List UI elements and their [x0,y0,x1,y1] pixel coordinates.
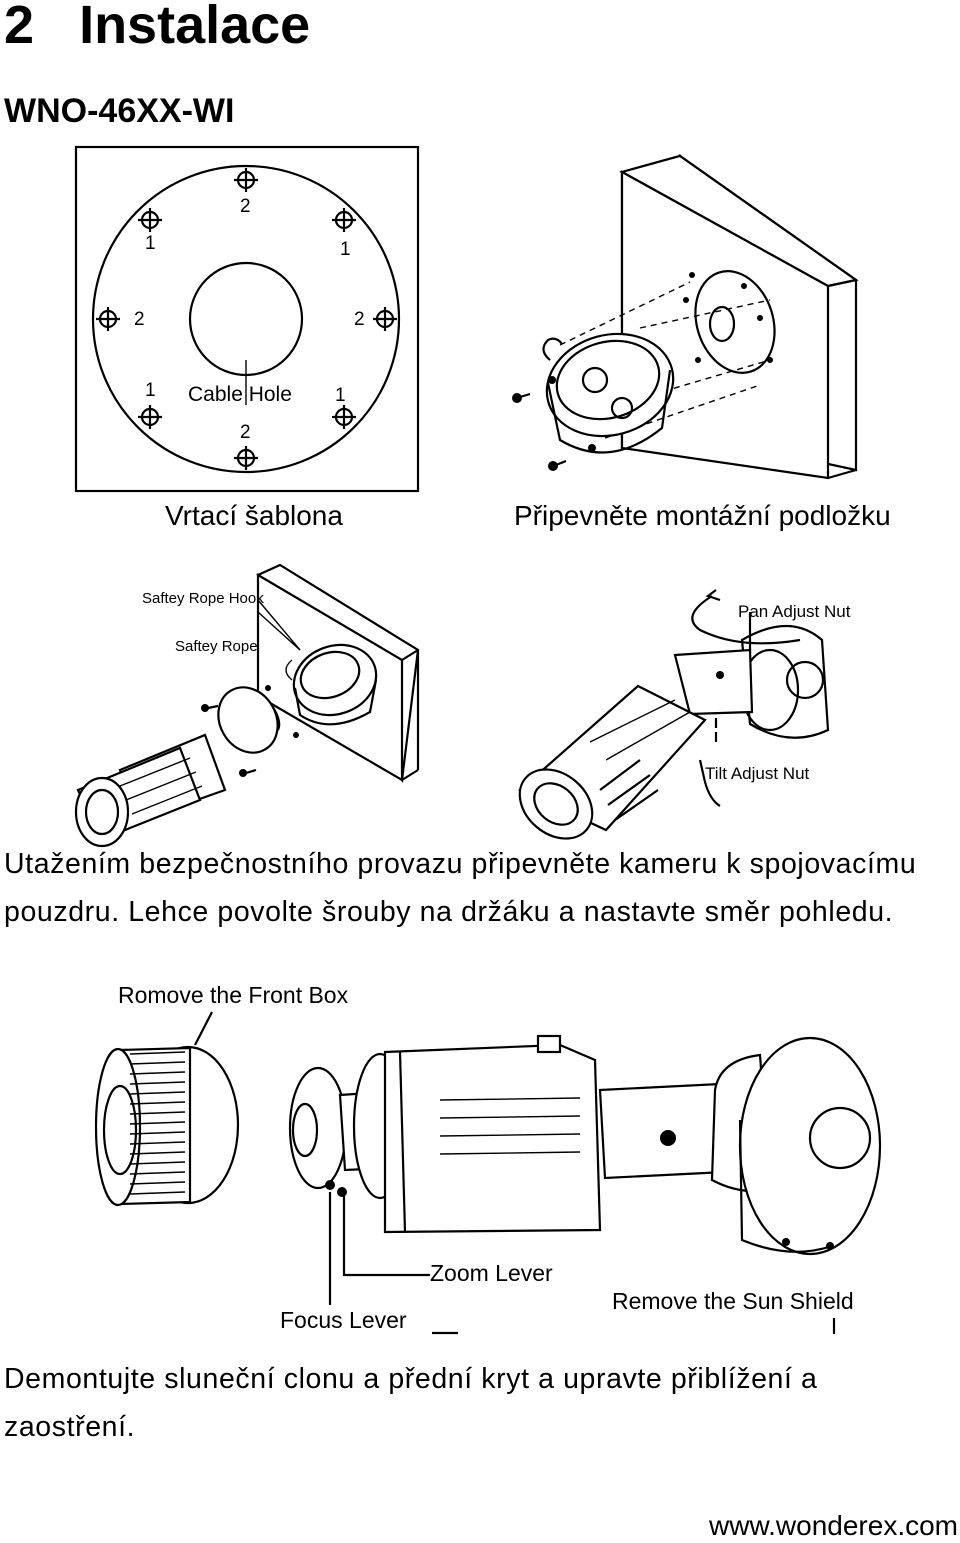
focus-lever-label: Focus Lever [280,1307,407,1333]
crosshair-icon [234,168,258,192]
sun-shield-label: Remove the Sun Shield [612,1288,854,1314]
hole-label: 1 [340,239,351,260]
model-title: WNO-46XX-WI [4,92,235,130]
crosshair-icon [373,307,397,331]
hole-label: 1 [145,233,156,254]
safety-rope-label: Saftey Rope [175,638,258,655]
lens-adjust-figure [94,1011,882,1335]
zoom-lever-label: Zoom Lever [430,1260,553,1286]
hole-label: 1 [335,385,346,406]
screw-icon [512,392,531,403]
hole-label: 2 [354,309,365,330]
crosshair-icon [332,208,356,232]
footer-url: www.wonderex.com [709,1510,958,1541]
section-heading: 2 Instalace [4,0,310,56]
mount-plate-caption: Připevněte montážní podložku [514,500,891,531]
pan-adjust-nut-label: Pan Adjust Nut [738,602,851,621]
screw-icon [588,444,596,452]
lens-paragraph-line2: zaostření. [4,1411,136,1443]
drill-template-caption: Vrtací šablona [165,500,343,531]
screw-icon [201,704,219,712]
screw-icon [548,376,556,384]
screw-icon [293,732,299,738]
hole-label: 2 [240,196,251,217]
safety-rope-figure [74,563,830,848]
mount-plate-figure [512,153,859,480]
section-number: 2 [4,0,35,55]
section-title: Instalace [79,0,311,55]
screw-icon [239,768,257,777]
screw-icon [265,685,271,691]
tilt-adjust-nut-label: Tilt Adjust Nut [705,764,810,783]
screw-icon [548,459,567,471]
drill-template-figure [74,145,420,493]
crosshair-icon [138,405,162,429]
crosshair-icon [332,405,356,429]
safety-rope-hook-label: Saftey Rope Hook [142,590,264,607]
safety-rope-paragraph: Utažením bezpečnostního provazu připevně… [4,848,917,928]
hole-label: 1 [145,380,156,401]
crosshair-icon [138,208,162,232]
hole-label: 2 [134,309,145,330]
hole-label: 2 [240,422,251,443]
cable-hole-label: Cable Hole [188,383,292,406]
crosshair-icon [96,307,120,331]
lens-paragraph-line1: Demontujte sluneční clonu a přední kryt … [4,1363,818,1395]
crosshair-icon [234,446,258,470]
front-box-label: Romove the Front Box [118,982,349,1008]
mount-hole-marks [96,168,397,470]
